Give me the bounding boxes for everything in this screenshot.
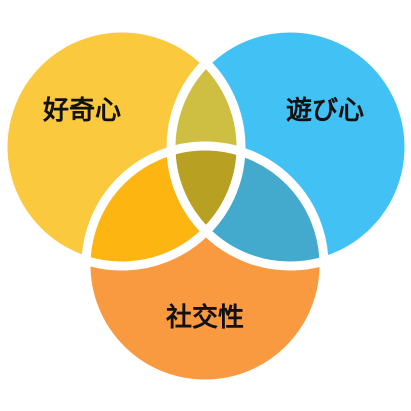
label-playfulness: 遊び心 <box>286 95 364 126</box>
label-curiosity: 好奇心 <box>42 96 121 126</box>
outline-sociability <box>81 141 329 389</box>
label-sociability: 社交性 <box>166 302 244 333</box>
